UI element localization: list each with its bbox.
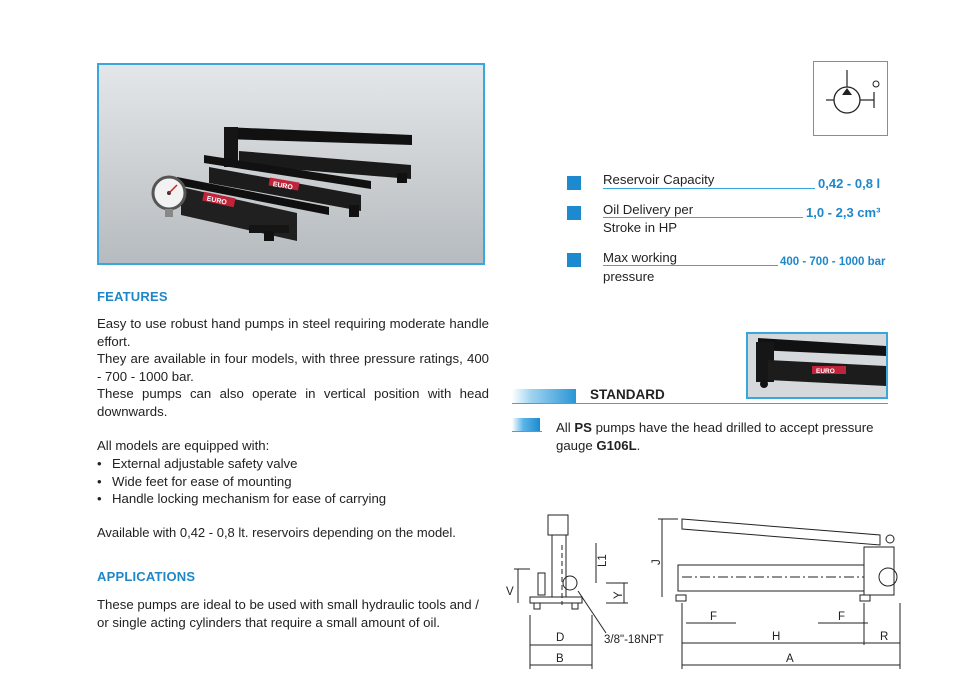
pumps-illustration: EURO EURO	[99, 65, 483, 263]
standard-note: All PS pumps have the head drilled to ac…	[556, 419, 892, 454]
spec-value-delivery-shown: 1,0 - 2,3 cm³	[806, 205, 881, 220]
standard-bar	[512, 389, 576, 403]
dim-y: Y	[613, 591, 625, 599]
spec-line-2	[603, 217, 803, 218]
spec-value-reservoir: 0,42 - 0,8 l	[818, 176, 881, 191]
dim-j: J	[651, 559, 663, 565]
spec-label-reservoir: Reservoir Capacity	[603, 172, 715, 187]
brand-label-middle: EURO	[272, 181, 294, 192]
bullet-handle-lock: Handle locking mechanism for ease of car…	[97, 490, 489, 508]
dim-d: D	[556, 632, 564, 644]
spec-bullet-1	[567, 176, 581, 190]
features-bullet-list: External adjustable safety valve Wide fe…	[97, 455, 489, 508]
dim-f-right: F	[838, 611, 845, 623]
spec-bullet-2	[567, 206, 581, 220]
dim-r: R	[880, 631, 888, 643]
spec-label-pressure: Max working	[603, 250, 678, 265]
equipped-intro: All models are equipped with:	[97, 438, 270, 453]
bullet-safety-valve: External adjustable safety valve	[97, 455, 489, 473]
brand-label-head: EURO	[816, 368, 835, 375]
applications-heading: APPLICATIONS	[97, 569, 196, 584]
note-suffix: .	[636, 437, 641, 453]
note-middle: pumps have the head drilled to accept pr…	[556, 420, 874, 453]
standard-label: STANDARD	[590, 387, 665, 402]
dim-a: A	[786, 653, 794, 665]
pump-head-photo: EURO	[746, 332, 888, 399]
features-para-3: These pumps can also operate in vertical…	[97, 386, 489, 419]
hydraulic-pump-symbol	[813, 61, 888, 136]
spec-line-1	[603, 188, 815, 189]
dim-h: H	[772, 631, 780, 643]
applications-text: These pumps are ideal to be used with sm…	[97, 597, 479, 630]
spec-label-pressure-2: pressure	[603, 269, 655, 284]
note-bullet	[512, 418, 540, 431]
dim-b: B	[556, 653, 564, 665]
spec-value-pressure: 400 - 700 - 1000 bar	[780, 256, 886, 268]
bullet-wide-feet: Wide feet for ease of mounting	[97, 473, 489, 491]
note-gauge: G106L	[596, 437, 637, 453]
dim-port: 3/8"-18NPT	[604, 634, 664, 646]
note-line	[512, 431, 542, 432]
note-model: PS	[574, 420, 592, 435]
availability-text: Available with 0,42 - 0,8 lt. reservoirs…	[97, 525, 456, 540]
dim-l1: L1	[597, 554, 609, 567]
features-heading: FEATURES	[97, 289, 168, 304]
technical-drawing: V L1 Y J D B 3/8"-18NPT F F H R A	[506, 514, 901, 669]
standard-rule	[512, 403, 888, 404]
dim-f-left: F	[710, 611, 717, 623]
features-text: Easy to use robust hand pumps in steel r…	[97, 315, 489, 420]
brand-label-front: EURO	[206, 196, 228, 207]
dim-v: V	[506, 586, 514, 598]
pumps-photo: EURO EURO	[97, 63, 485, 265]
spec-line-3	[603, 265, 778, 266]
note-prefix: All	[556, 420, 575, 435]
spec-label-delivery: Oil Delivery per	[603, 202, 694, 217]
features-para-2: They are available in four models, with …	[97, 351, 489, 384]
spec-bullet-3	[567, 253, 581, 267]
spec-label-delivery-2: Stroke in HP	[603, 220, 678, 235]
features-para-1: Easy to use robust hand pumps in steel r…	[97, 316, 489, 349]
